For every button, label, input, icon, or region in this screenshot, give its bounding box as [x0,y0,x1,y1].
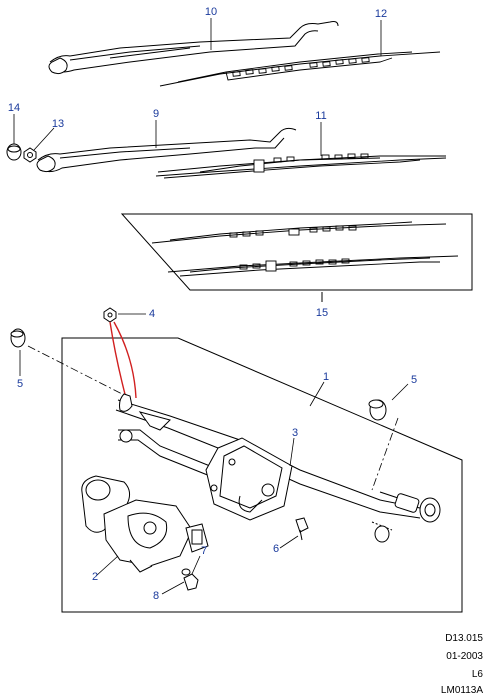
callout-9: 9 [153,108,159,120]
blade-set-contents [151,221,459,277]
red-leader-lines [109,321,137,399]
nut-part-13 [23,147,37,163]
callout-15: 15 [316,307,328,319]
centerline-right [371,417,399,491]
footer-code: LM0113A [440,685,483,696]
linkage-box-part-1 [61,337,463,613]
footer-ref: D13.015 [445,633,483,644]
callout-14: 14 [8,102,20,114]
bolt-part-4 [103,307,117,323]
callout-5-right: 5 [411,374,417,386]
callout-leaders [13,18,409,595]
wiper-blade-lower [155,153,447,179]
screw-part-6 [295,517,309,541]
callout-11: 11 [315,110,326,122]
footer-model: L6 [471,669,483,680]
callout-6: 6 [273,543,279,555]
bolt-part-7 [183,573,199,591]
callout-2: 2 [92,571,98,583]
linkage-frame-part-3 [115,393,441,543]
footer-date: 01-2003 [446,651,483,662]
callout-7: 7 [201,545,207,557]
callout-3: 3 [292,427,298,439]
wiper-motor-part-2 [81,475,209,573]
wiper-arm-upper [48,21,339,75]
blade-set-box-part-15 [120,213,473,291]
washer-part-8 [181,568,191,576]
callout-8: 8 [153,590,159,602]
callout-4: 4 [149,308,155,320]
wiper-blade-upper [159,51,441,87]
grommet-left-part-5 [10,328,26,348]
callout-12: 12 [375,8,387,20]
callout-5-left: 5 [17,378,23,390]
grommet-right-part-5 [368,399,387,421]
callout-13: 13 [52,118,64,130]
callout-1: 1 [323,371,329,383]
cap-part-14 [6,143,22,161]
wiper-arm-lower [36,127,297,173]
callout-10: 10 [205,6,217,18]
centerline-left [27,345,131,399]
